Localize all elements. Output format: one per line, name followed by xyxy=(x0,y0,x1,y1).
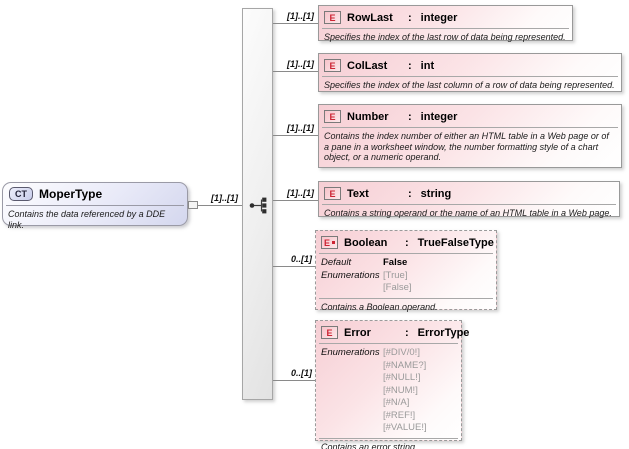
element-box-number[interactable]: E Number : integer Contains the index nu… xyxy=(318,104,622,168)
element-title-row: E Error : ErrorType xyxy=(316,321,469,343)
divider xyxy=(322,127,618,128)
root-title-row: CT MoperType xyxy=(3,183,187,203)
element-badge-icon: E xyxy=(324,187,341,200)
element-default-badge-icon: E xyxy=(321,236,338,249)
divider xyxy=(322,204,616,205)
enum-value: [#N/A] xyxy=(383,397,410,408)
divider xyxy=(319,253,493,254)
connector-line-rowlast xyxy=(273,23,318,24)
element-description: Specifies the index of the last row of d… xyxy=(324,32,566,42)
element-box-error[interactable]: E Error : ErrorType Enumerations [#DIV/0… xyxy=(315,320,469,449)
element-name: Number xyxy=(347,110,389,123)
enumerations-label: Enumerations xyxy=(321,269,380,281)
root-description: Contains the data referenced by a DDE li… xyxy=(8,209,166,230)
element-title-row: E Boolean : TrueFalseType xyxy=(316,231,496,253)
element-badge-icon: E xyxy=(321,326,338,339)
divider xyxy=(319,343,458,344)
element-type: integer xyxy=(420,11,458,24)
connector-line-number xyxy=(273,135,318,136)
divider xyxy=(6,205,184,206)
enum-value: [False] xyxy=(383,282,412,293)
divider xyxy=(322,28,569,29)
element-name: Text xyxy=(347,187,369,200)
element-badge-icon: E xyxy=(324,11,341,24)
cardinality-error: 0..[1] xyxy=(290,368,312,378)
complex-type-badge-icon: CT xyxy=(9,187,33,201)
default-marker-icon xyxy=(332,241,335,244)
element-title-row: E Number : integer xyxy=(319,105,621,127)
element-type: TrueFalseType xyxy=(417,236,494,249)
element-name: Boolean xyxy=(344,236,388,249)
connector-line-root xyxy=(198,205,242,206)
element-description: Contains a Boolean operand. xyxy=(321,301,438,312)
connector-line-collast xyxy=(273,71,318,72)
divider xyxy=(319,437,458,439)
root-title: MoperType xyxy=(39,187,103,201)
element-title-row: E Text : string xyxy=(319,182,619,204)
element-type: int xyxy=(420,59,435,72)
enum-value: [#VALUE!] xyxy=(383,422,427,433)
element-description: Specifies the index of the last column o… xyxy=(324,80,615,90)
connector-line-boolean xyxy=(273,266,315,267)
facets-table: Enumerations [#DIV/0!] [#NAME?] [#NULL!]… xyxy=(316,344,461,438)
type-separator: : xyxy=(405,236,409,249)
type-separator: : xyxy=(408,11,412,24)
element-description: Contains an error string. xyxy=(321,441,418,449)
enumerations-label: Enumerations xyxy=(321,347,380,358)
cardinality-rowlast: [1]..[1] xyxy=(287,11,314,21)
type-separator: : xyxy=(408,187,412,200)
element-type: string xyxy=(420,187,452,200)
enum-value: [#DIV/0!] xyxy=(383,347,420,358)
default-value: False xyxy=(383,257,408,268)
type-separator: : xyxy=(408,110,412,123)
facets-table: Default Enumerations False [True] [False… xyxy=(316,254,496,298)
enum-value: [#NULL!] xyxy=(383,372,421,383)
enum-value: [True] xyxy=(383,269,408,281)
expand-toggle[interactable] xyxy=(188,201,198,209)
connector-line-text xyxy=(273,200,318,201)
divider xyxy=(319,297,493,299)
element-title-row: E RowLast : integer xyxy=(319,6,572,28)
element-badge-icon: E xyxy=(324,59,341,72)
element-name: RowLast xyxy=(347,11,393,24)
element-box-rowlast[interactable]: E RowLast : integer Specifies the index … xyxy=(318,5,573,42)
connector-line-error xyxy=(273,380,315,381)
element-type: integer xyxy=(420,110,458,123)
cardinality-boolean: 0..[1] xyxy=(290,254,312,264)
element-name: ColLast xyxy=(347,59,388,72)
element-title-row: E ColLast : int xyxy=(319,54,621,76)
cardinality-collast: [1]..[1] xyxy=(287,59,314,69)
default-label: Default xyxy=(321,257,352,268)
type-separator: : xyxy=(405,326,409,339)
element-box-boolean[interactable]: E Boolean : TrueFalseType Default Enumer… xyxy=(315,230,497,312)
element-badge-icon: E xyxy=(324,110,341,123)
sequence-icon[interactable] xyxy=(249,197,271,219)
element-box-collast[interactable]: E ColLast : int Specifies the index of t… xyxy=(318,53,622,92)
cardinality-text: [1]..[1] xyxy=(287,188,314,198)
cardinality-number: [1]..[1] xyxy=(287,123,314,133)
divider xyxy=(322,76,618,77)
element-name: Error xyxy=(344,326,371,339)
enum-value: [#NUM!] xyxy=(383,384,418,396)
enum-value: [#NAME?] xyxy=(383,359,427,371)
element-description: Contains the index number of either an H… xyxy=(324,131,609,162)
element-type: ErrorType xyxy=(417,326,470,339)
cardinality-root: [1]..[1] xyxy=(211,193,238,203)
enum-value: [#REF!] xyxy=(383,409,416,421)
complex-type-box-mopertype[interactable]: CT MoperType Contains the data reference… xyxy=(2,182,188,230)
element-box-text[interactable]: E Text : string Contains a string operan… xyxy=(318,181,620,218)
element-description: Contains a string operand or the name of… xyxy=(324,208,612,218)
type-separator: : xyxy=(408,59,412,72)
sequence-bar xyxy=(242,8,273,400)
